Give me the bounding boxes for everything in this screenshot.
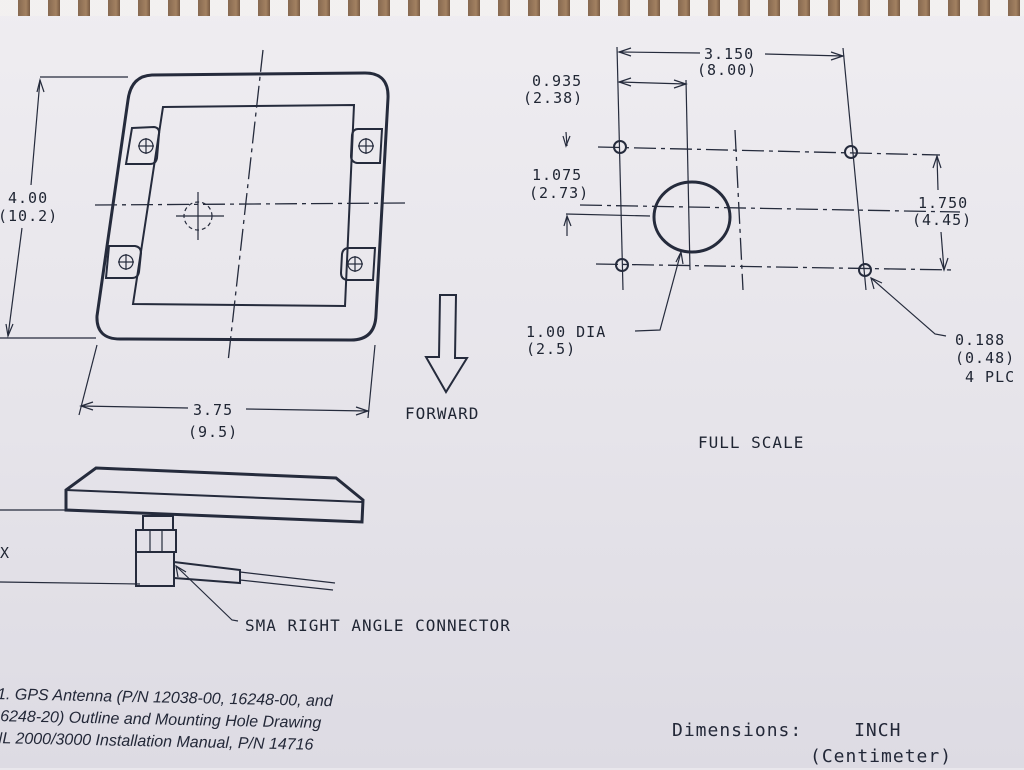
offset-y-inch-text: 1.075 bbox=[532, 166, 582, 184]
forward-label: FORWARD bbox=[405, 404, 479, 423]
antenna-inner-window bbox=[131, 103, 356, 308]
units-note: Dimensions: INCH (Centimeter) bbox=[672, 718, 952, 770]
side-axis-fragment: X bbox=[0, 544, 10, 562]
outline-horizontal-centerline bbox=[94, 202, 409, 206]
mount-hole-top-left bbox=[613, 140, 627, 154]
mount-hole-cm-text: (0.48) bbox=[955, 349, 1015, 367]
height-dimension: 4.00 (10.2) bbox=[0, 76, 128, 339]
antenna-outline-view: 4.00 (10.2) 3.75 (9.5) FORWARD bbox=[0, 49, 479, 441]
forward-arrow-icon bbox=[424, 294, 469, 394]
mount-hole-inch-text: 0.188 bbox=[955, 331, 1005, 349]
mount-hole-bottom-left bbox=[615, 258, 629, 272]
offset-y-cm-text: (2.73) bbox=[529, 184, 589, 202]
height-inch-text: 4.00 bbox=[8, 189, 48, 207]
mount-hole-top-right bbox=[844, 145, 858, 159]
spacing-y-inch-text: 1.750 bbox=[918, 194, 968, 212]
full-scale-label: FULL SCALE bbox=[698, 433, 804, 452]
center-hole-inch-text: 1.00 DIA bbox=[526, 323, 606, 341]
width-dimension: 3.75 (9.5) bbox=[78, 344, 376, 441]
spacing-y-cm-text: (4.45) bbox=[912, 211, 972, 229]
overall-width-inch-text: 3.150 bbox=[704, 45, 754, 63]
outline-vertical-centerline bbox=[227, 49, 264, 363]
connector-label: SMA RIGHT ANGLE CONNECTOR bbox=[245, 616, 511, 635]
units-secondary: (Centimeter) bbox=[810, 746, 953, 767]
connector-body bbox=[135, 529, 177, 553]
width-inch-text: 3.75 bbox=[193, 401, 233, 419]
height-cm-text: (10.2) bbox=[0, 207, 58, 225]
center-hole-cm-text: (2.5) bbox=[526, 340, 576, 358]
offset-x-inch-text: 0.935 bbox=[532, 72, 582, 90]
mounting-tab-bottom-right bbox=[339, 247, 377, 281]
mount-hole-bottom-right bbox=[858, 263, 872, 277]
units-label: Dimensions: bbox=[672, 720, 803, 741]
cable-boot bbox=[173, 561, 241, 585]
figure-caption: -1. GPS Antenna (P/N 12038-00, 16248-00,… bbox=[0, 684, 333, 757]
mounting-tab-top-left bbox=[124, 125, 161, 165]
mounting-tab-bottom-left bbox=[104, 245, 143, 279]
mounting-tab-top-right bbox=[349, 128, 384, 164]
connector-elbow bbox=[135, 551, 175, 587]
offset-x-cm-text: (2.38) bbox=[523, 89, 583, 107]
antenna-outer-frame bbox=[95, 71, 390, 342]
mounting-hole-pattern: 3.150 (8.00) 0.935 (2.38) 1.075 (2.73) 1… bbox=[523, 45, 1015, 452]
mount-hole-qty-text: 4 PLC bbox=[965, 368, 1015, 386]
connector-nut bbox=[142, 515, 174, 531]
antenna-side-view: X SMA RIGHT ANGLE CONNECTOR bbox=[0, 466, 511, 635]
units-primary: INCH bbox=[854, 720, 902, 741]
width-cm-text: (9.5) bbox=[188, 423, 238, 441]
center-cable-hole bbox=[652, 180, 732, 254]
spiral-binding bbox=[0, 0, 1024, 16]
overall-width-cm-text: (8.00) bbox=[697, 61, 757, 79]
